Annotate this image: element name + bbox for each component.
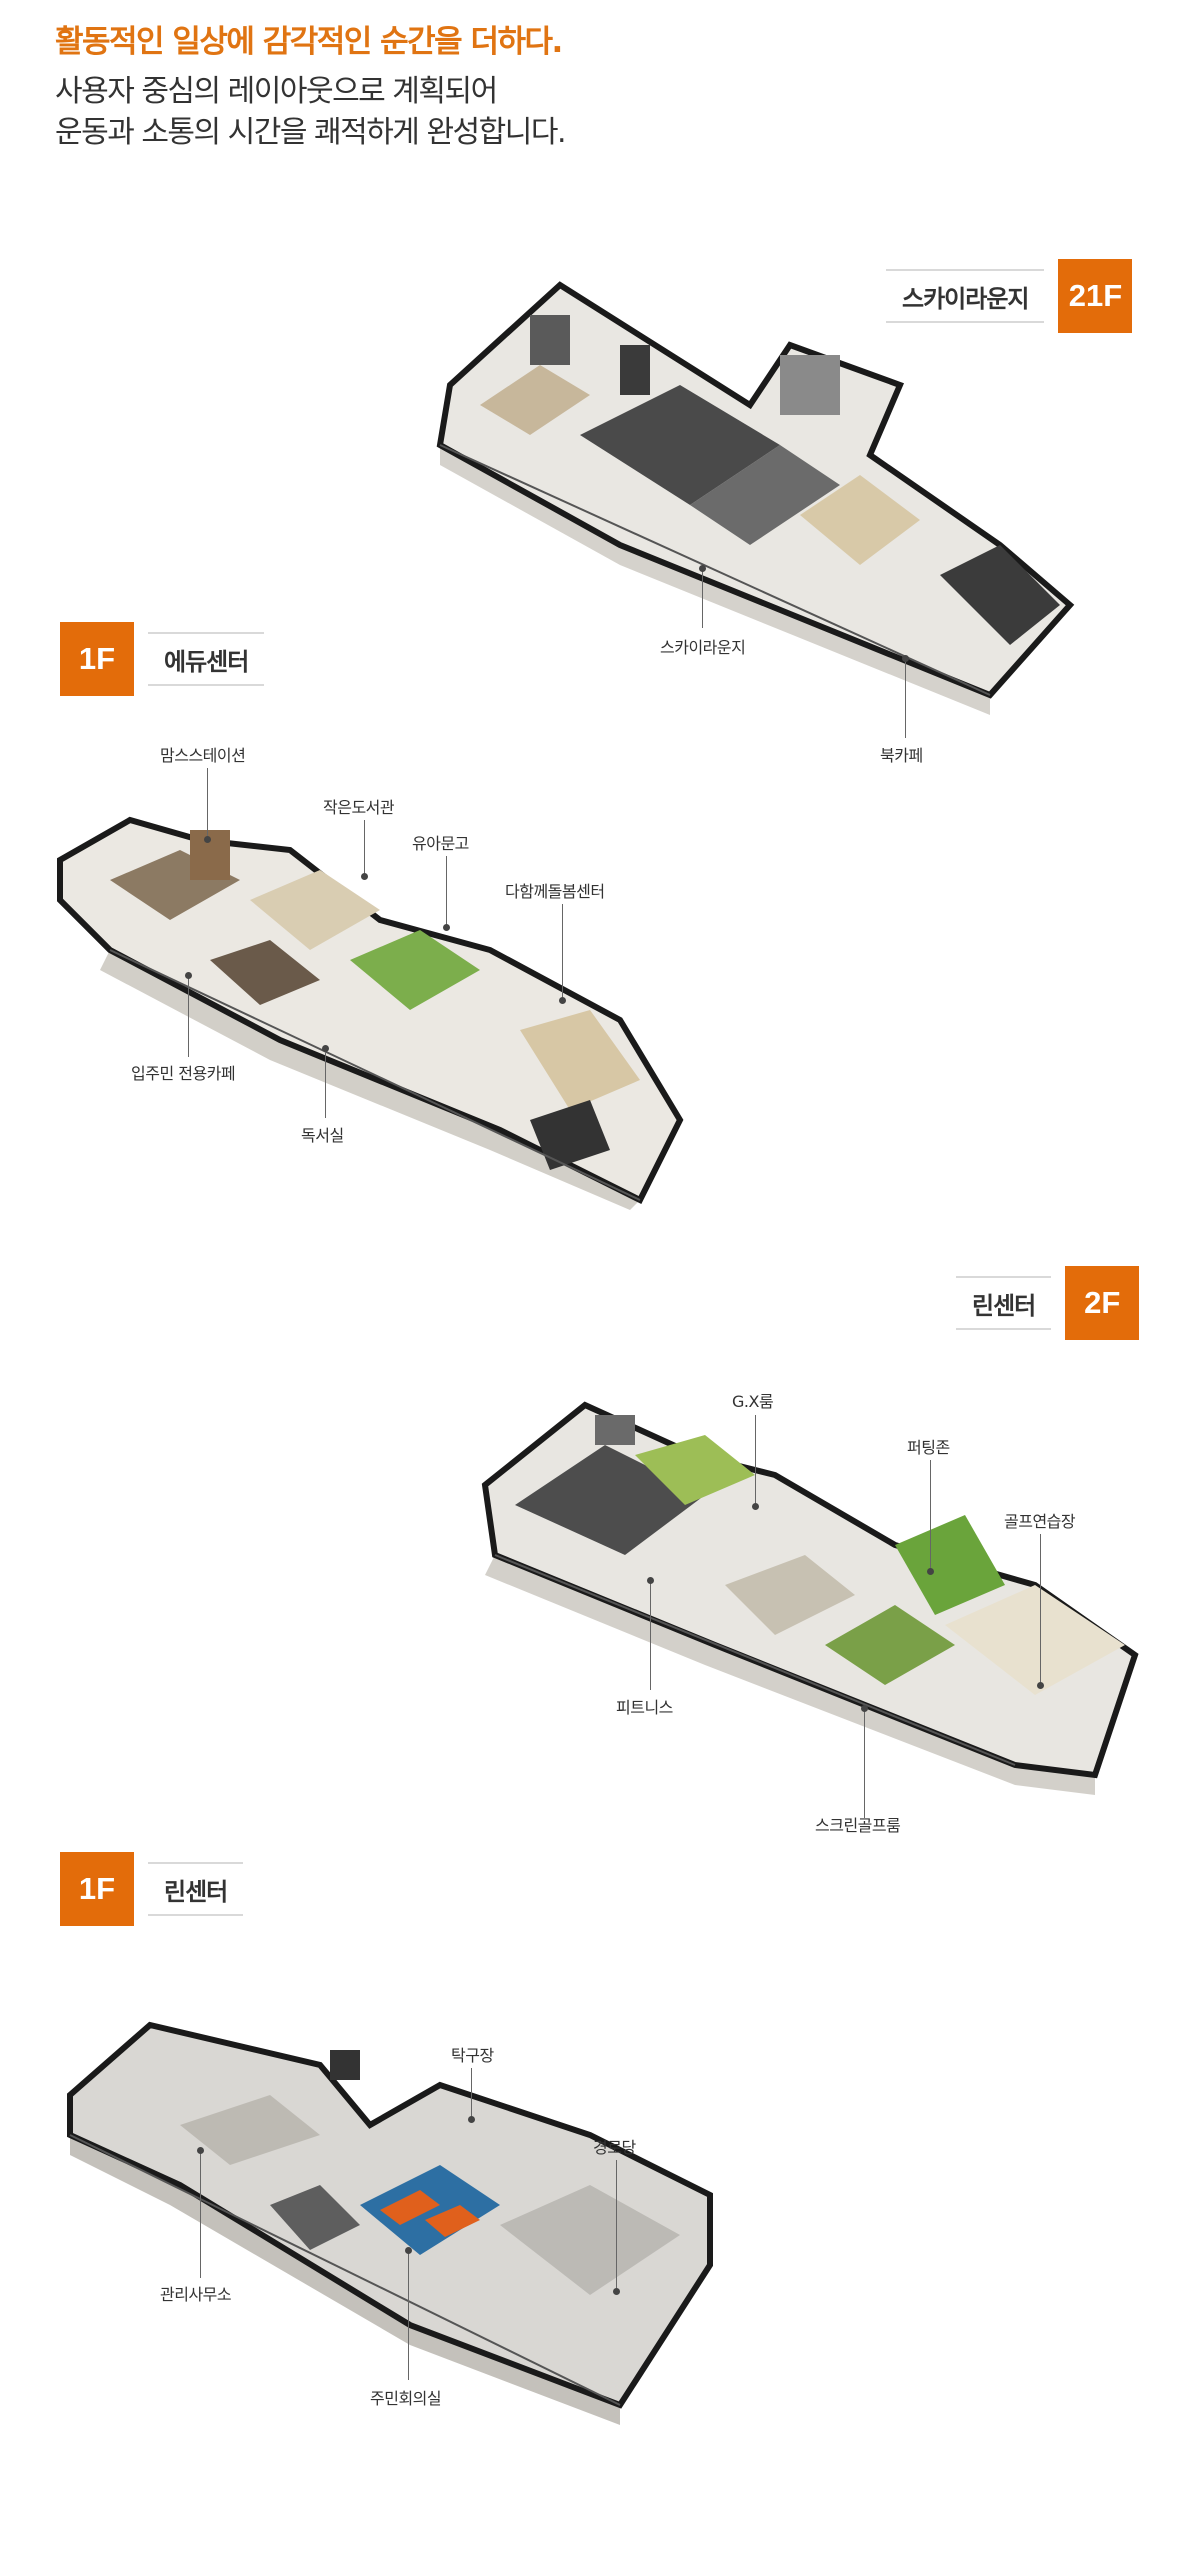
floor-badge-2f: 2F	[1065, 1266, 1140, 1340]
leader-dot-screen-golf	[861, 1705, 868, 1712]
label-putting-zone: 퍼팅존	[907, 1438, 950, 1457]
leader-senior-center	[616, 2160, 617, 2290]
floor-name-lean-center-2f: 린센터	[956, 1276, 1052, 1330]
intro-line-1: 사용자 중심의 레이아웃으로 계획되어	[55, 74, 498, 109]
leader-management-office	[200, 2150, 201, 2278]
label-resident-cafe: 입주민 전용카페	[131, 1064, 236, 1083]
leader-golf-range	[1040, 1534, 1041, 1684]
leader-dot-management-office	[197, 2147, 204, 2154]
leader-book-cafe	[905, 658, 906, 738]
floor-tag-1f-lean: 1F 린센터	[60, 1852, 244, 1926]
label-moms-station: 맘스스테이션	[160, 746, 246, 765]
floor-tag-1f-edu: 1F 에듀센터	[60, 622, 265, 696]
label-fitness: 피트니스	[616, 1698, 673, 1717]
label-senior-center: 경로당	[593, 2138, 636, 2157]
leader-dot-putting-zone	[927, 1568, 934, 1575]
floor-tag-21f: 스카이라운지 21F	[886, 259, 1133, 333]
leader-dot-resident-cafe	[185, 972, 192, 979]
label-book-cafe: 북카페	[880, 746, 923, 765]
label-management-office: 관리사무소	[160, 2285, 232, 2304]
label-small-library: 작은도서관	[323, 798, 395, 817]
leader-dot-sky-lounge	[699, 565, 706, 572]
floor-plan-1f-edu	[50, 790, 690, 1210]
label-resident-meeting-room: 주민회의실	[370, 2389, 442, 2408]
leader-study-room	[325, 1048, 326, 1118]
leader-gx-room	[755, 1415, 756, 1505]
leader-kids-library	[446, 856, 447, 926]
floor-name-lean-center-1f: 린센터	[148, 1862, 244, 1916]
leader-sky-lounge	[702, 568, 703, 628]
leader-dot-kids-library	[443, 924, 450, 931]
floor-badge-1f-lean: 1F	[60, 1852, 134, 1926]
leader-dot-gx-room	[752, 1503, 759, 1510]
label-kids-library: 유아문고	[412, 834, 469, 853]
leader-dot-senior-center	[613, 2288, 620, 2295]
floor-badge-1f-edu: 1F	[60, 622, 134, 696]
leader-dot-book-cafe	[902, 655, 909, 662]
leader-putting-zone	[930, 1460, 931, 1570]
floor-plan-2f-lean	[475, 1395, 1145, 1835]
leader-small-library	[364, 820, 365, 875]
label-sky-lounge: 스카이라운지	[660, 638, 746, 657]
leader-dot-study-room	[322, 1045, 329, 1052]
label-care-center: 다함께돌봄센터	[505, 882, 605, 901]
label-screen-golf: 스크린골프룸	[815, 1816, 901, 1835]
headline: 활동적인 일상에 감각적인 순간을 더하다.	[55, 24, 563, 60]
leader-dot-pingpong	[468, 2116, 475, 2123]
floor-name-edu-center: 에듀센터	[148, 632, 265, 686]
leader-dot-moms-station	[204, 836, 211, 843]
floor-badge-21f: 21F	[1058, 259, 1133, 333]
leader-dot-care-center	[559, 997, 566, 1004]
floor-name-sky-lounge: 스카이라운지	[886, 269, 1045, 323]
label-gx-room: G.X룸	[732, 1392, 774, 1411]
leader-dot-fitness	[647, 1577, 654, 1584]
leader-screen-golf	[864, 1708, 865, 1818]
leader-dot-golf-range	[1037, 1682, 1044, 1689]
leader-resident-cafe	[188, 975, 189, 1057]
leader-dot-resident-meeting-room	[405, 2247, 412, 2254]
leader-resident-meeting-room	[408, 2250, 409, 2380]
leader-dot-small-library	[361, 873, 368, 880]
label-pingpong: 탁구장	[451, 2046, 494, 2065]
leader-moms-station	[207, 768, 208, 838]
floor-tag-2f-lean: 린센터 2F	[956, 1266, 1140, 1340]
leader-fitness	[650, 1580, 651, 1690]
leader-pingpong	[471, 2068, 472, 2118]
label-golf-range: 골프연습장	[1004, 1512, 1076, 1531]
leader-care-center	[562, 904, 563, 999]
floor-plan-21f	[420, 275, 1140, 715]
floor-plan-1f-lean	[60, 2005, 730, 2455]
label-study-room: 독서실	[301, 1126, 344, 1145]
intro-line-2: 운동과 소통의 시간을 쾌적하게 완성합니다.	[55, 115, 566, 150]
